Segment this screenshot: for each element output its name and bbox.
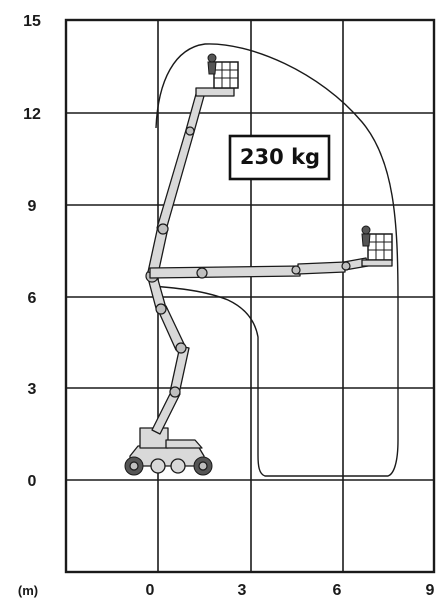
capacity-box: 230 kg (228, 134, 331, 181)
boom-joint (196, 267, 208, 279)
boom-joint (291, 265, 301, 275)
wheel-right-hub (198, 461, 208, 471)
boom-joint (155, 303, 167, 315)
top-basket-frame (213, 61, 239, 89)
boom-joint (169, 386, 181, 398)
y-tick-label: 0 (28, 473, 37, 490)
boom-joint (185, 126, 195, 136)
counterweight (165, 439, 203, 449)
right-basket-frame (367, 233, 393, 261)
wheel-middle-2 (170, 458, 186, 474)
x-tick-label: 6 (333, 582, 342, 599)
wheel-left-hub (129, 461, 139, 471)
basket-mount (195, 87, 235, 97)
lower-boom (145, 269, 190, 435)
upper-boom-vertical-jib (156, 129, 195, 231)
y-axis: 15 12 9 6 3 0 (23, 13, 41, 490)
y-tick-label: 12 (23, 106, 41, 123)
operator-head (361, 225, 371, 235)
upper-boom-horizontal-main (149, 265, 301, 279)
wheel-middle (150, 458, 166, 474)
work-platform-basket-icon (361, 225, 393, 267)
upper-boom-horizontal (149, 257, 369, 279)
x-axis: (m) 0 3 6 9 (18, 582, 435, 599)
grid-frame (64, 18, 436, 574)
operator-body (361, 233, 371, 247)
boom-joint (341, 261, 351, 271)
y-tick-label: 15 (23, 13, 41, 30)
grid (64, 18, 436, 574)
basket-mount (361, 259, 393, 267)
upper-boom-horizontal-ext (297, 261, 346, 275)
upper-boom-vertical (147, 87, 235, 275)
x-tick-label: 0 (146, 582, 155, 599)
operator-body (207, 61, 217, 75)
y-tick-label: 6 (28, 290, 37, 307)
working-envelope (151, 43, 399, 477)
chassis (124, 427, 213, 476)
operator-head (207, 53, 217, 63)
boom-joint (157, 223, 169, 235)
boom-joint (175, 342, 187, 354)
capacity-label: 230 kg (240, 145, 320, 169)
work-platform-basket-icon (207, 53, 239, 89)
boom-lift-machine-icon (124, 53, 393, 476)
x-tick-label: 3 (238, 582, 247, 599)
y-tick-label: 3 (28, 381, 37, 398)
y-tick-label: 9 (28, 198, 37, 215)
x-tick-label: 9 (426, 582, 435, 599)
capacity-frame (228, 134, 331, 181)
x-axis-unit: (m) (18, 583, 38, 598)
